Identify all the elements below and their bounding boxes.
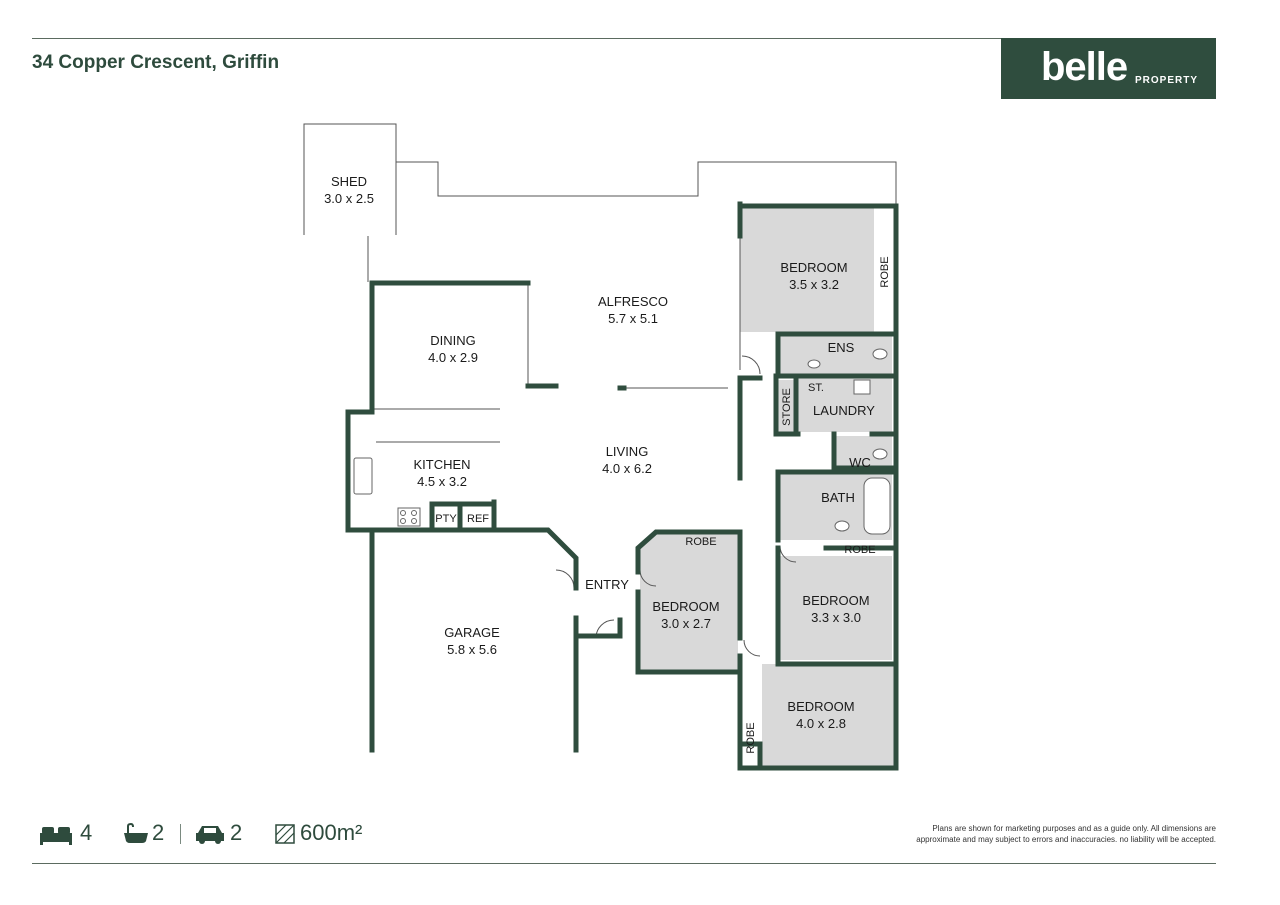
- shed-dims: 3.0 x 2.5: [324, 191, 374, 206]
- kitchen-dims: 4.5 x 3.2: [417, 474, 467, 489]
- st-name: ST.: [808, 382, 824, 394]
- robe-mid-name: ROBE: [844, 544, 875, 556]
- top-rule: [32, 38, 1002, 39]
- property-address: 34 Copper Crescent, Griffin: [32, 52, 280, 73]
- disclaimer: Plans are shown for marketing purposes a…: [840, 823, 1216, 845]
- land-area-icon: [275, 824, 295, 844]
- bedroom-rear-fill: [762, 664, 894, 766]
- room-fills: [640, 206, 894, 766]
- bedroom-rear-name: BEDROOM: [787, 699, 854, 714]
- bedroom-front-name: BEDROOM: [652, 599, 719, 614]
- dining-dims: 4.0 x 2.9: [428, 350, 478, 365]
- bottom-rule: [32, 863, 1216, 864]
- disclaimer-line-2: approximate and may subject to errors an…: [916, 835, 1216, 844]
- bath-basin-icon: [834, 520, 850, 532]
- robe-main-name: ROBE: [879, 256, 891, 287]
- shed-name: SHED: [331, 174, 367, 189]
- store-name: STORE: [781, 388, 793, 426]
- garage-dims: 5.8 x 5.6: [447, 642, 497, 657]
- ens-name: ENS: [828, 340, 855, 355]
- ref-name: REF: [467, 513, 489, 525]
- dining-name: DINING: [430, 333, 476, 348]
- bedroom-front-dims: 3.0 x 2.7: [661, 616, 711, 631]
- laundry-name: LAUNDRY: [813, 403, 875, 418]
- brand-logo[interactable]: belle PROPERTY: [1001, 38, 1216, 99]
- garage-name: GARAGE: [444, 625, 500, 640]
- kitchen-sink-icon: [353, 457, 373, 495]
- living-dims: 4.0 x 6.2: [602, 461, 652, 476]
- fixtures: [353, 348, 891, 535]
- disclaimer-line-1: Plans are shown for marketing purposes a…: [932, 824, 1216, 833]
- pty-name: PTY: [435, 513, 457, 525]
- bedroom-main-dims: 3.5 x 3.2: [789, 277, 839, 292]
- bath-name: BATH: [821, 490, 855, 505]
- bathtub-icon: [124, 823, 148, 843]
- ens-basin-icon: [807, 359, 821, 369]
- bedroom-main-fill: [740, 206, 874, 332]
- laundry-tub-icon: [853, 379, 871, 395]
- bedroom-front-fill: [640, 532, 738, 670]
- bedroom-mid-fill: [780, 556, 892, 660]
- wc-name: WC: [849, 455, 871, 470]
- bathtub-fixture-icon: [863, 477, 891, 535]
- robe-front-name: ROBE: [685, 536, 716, 548]
- living-name: LIVING: [606, 444, 649, 459]
- bedroom-main-name: BEDROOM: [780, 260, 847, 275]
- kitchen-name: KITCHEN: [413, 457, 470, 472]
- stats-separator: [180, 824, 181, 844]
- room-labels: SHED 3.0 x 2.5 ALFRESCO 5.7 x 5.1 DINING…: [324, 174, 891, 754]
- logo-brand-text: belle: [1041, 45, 1128, 89]
- land-area: 600m²: [300, 820, 363, 845]
- bedroom-rear-dims: 4.0 x 2.8: [796, 716, 846, 731]
- alfresco-name: ALFRESCO: [598, 294, 668, 309]
- bedrooms-count: 4: [80, 820, 93, 845]
- walls: [345, 201, 899, 771]
- bed-icon: [40, 827, 72, 845]
- logo-sub-text: PROPERTY: [1135, 75, 1199, 86]
- bathrooms-count: 2: [152, 820, 165, 845]
- car-icon: [196, 826, 224, 844]
- cars-count: 2: [230, 820, 243, 845]
- entry-name: ENTRY: [585, 577, 629, 592]
- alfresco-dims: 5.7 x 5.1: [608, 311, 658, 326]
- wc-toilet-icon: [872, 448, 888, 460]
- robe-rear-name: ROBE: [745, 722, 757, 753]
- bedroom-mid-name: BEDROOM: [802, 593, 869, 608]
- store-fill: [778, 380, 796, 432]
- bedroom-mid-dims: 3.3 x 3.0: [811, 610, 861, 625]
- laundry-fill: [798, 378, 892, 432]
- ens-toilet-icon: [872, 348, 888, 360]
